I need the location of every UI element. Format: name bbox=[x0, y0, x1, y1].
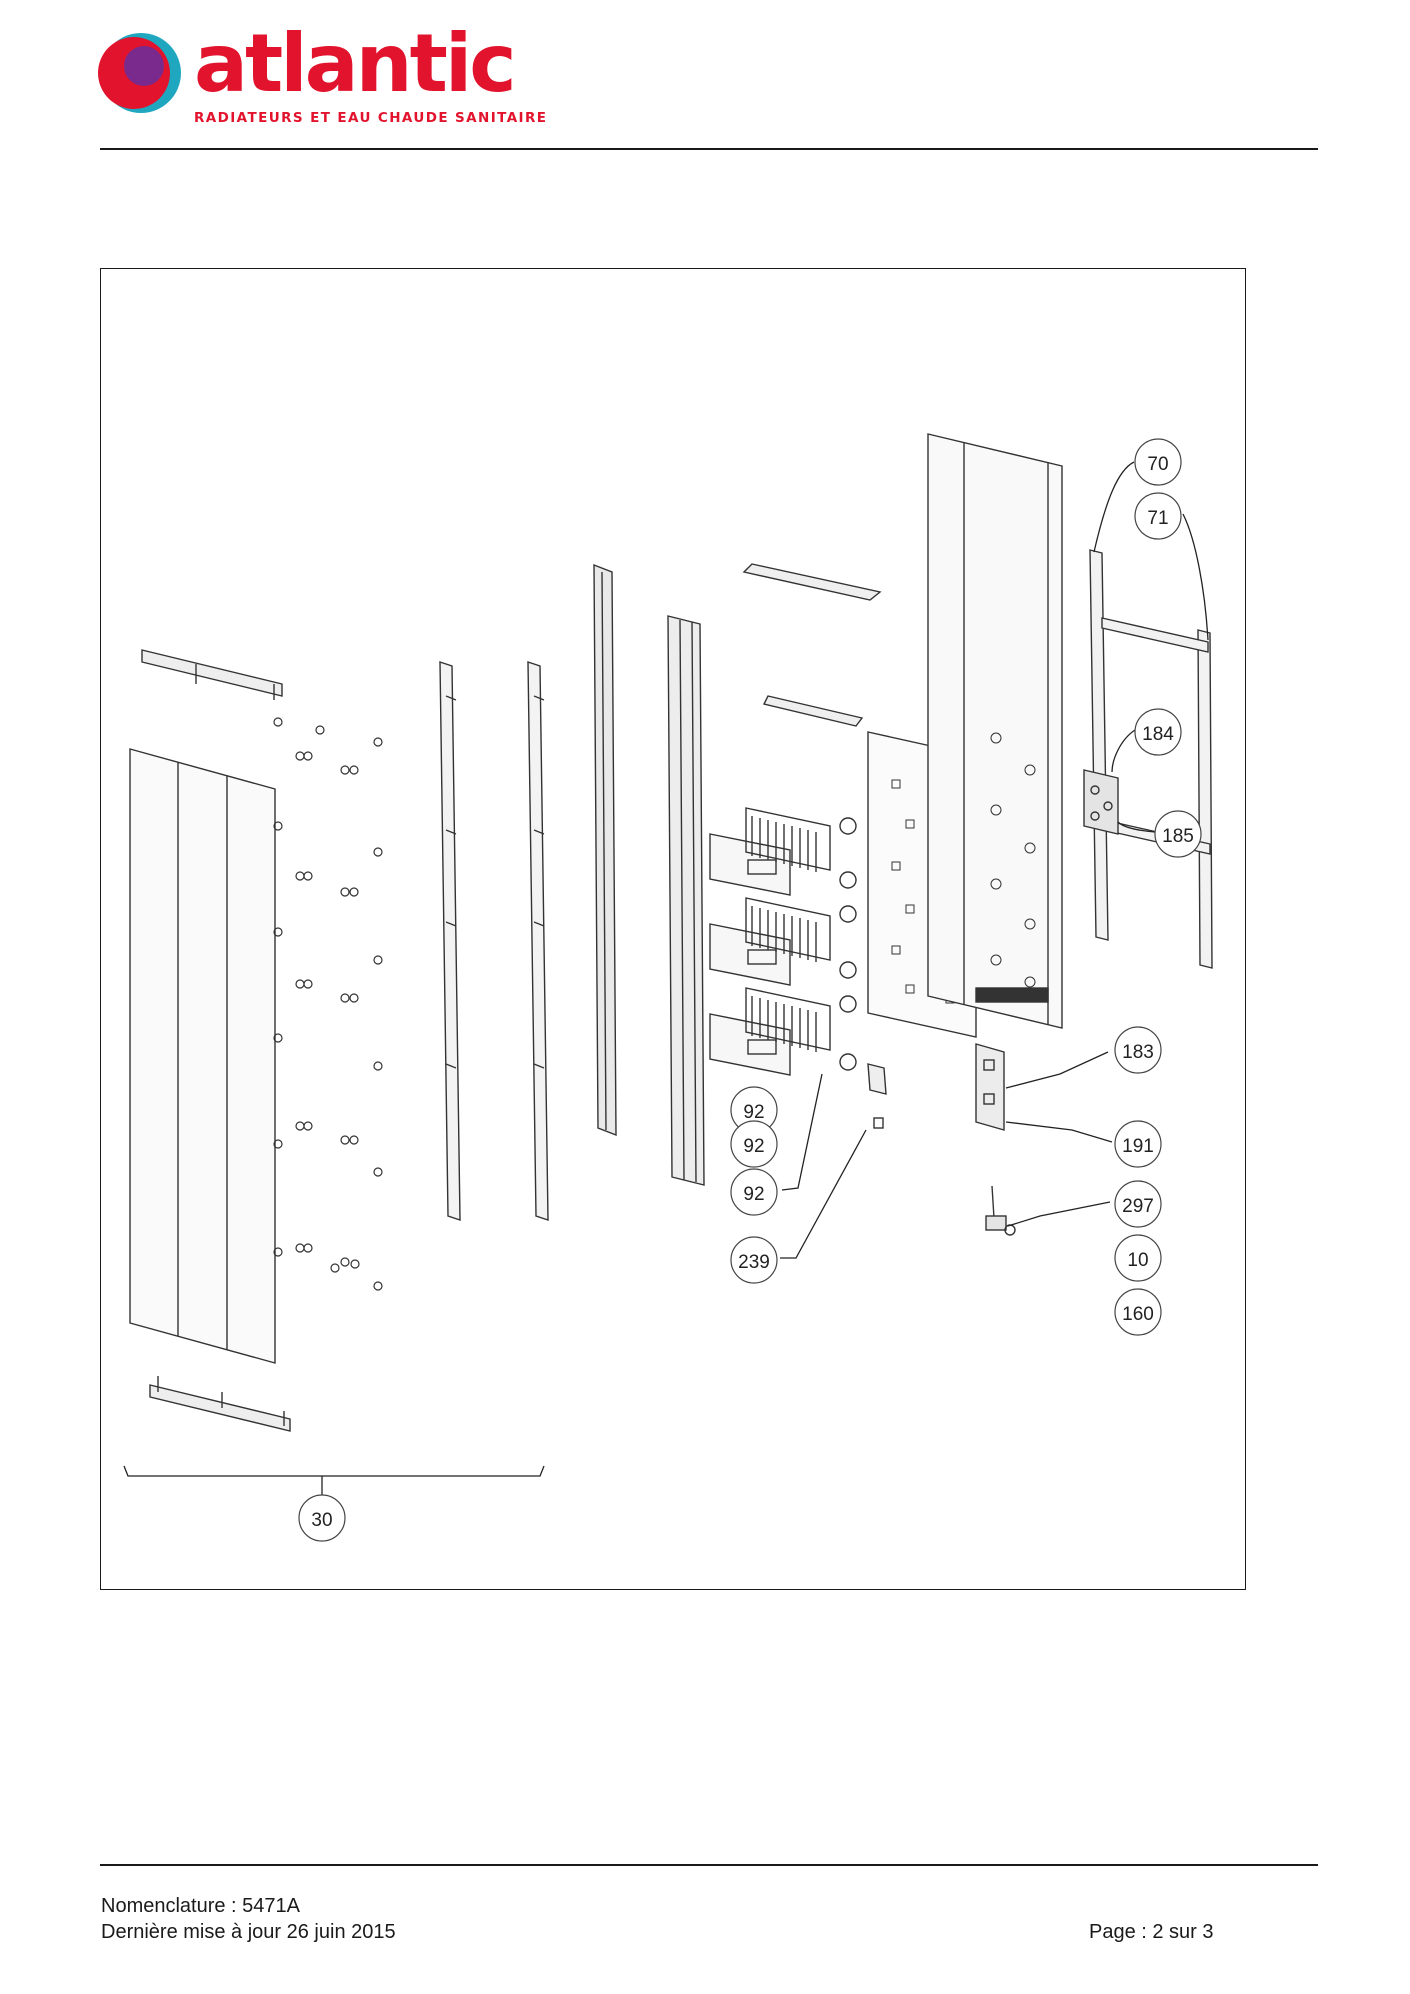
side-rail-right bbox=[527, 661, 549, 1221]
heating-element bbox=[709, 807, 857, 896]
top-plate bbox=[742, 563, 882, 601]
svg-text:297: 297 bbox=[1122, 1196, 1154, 1217]
callout-160: 160 bbox=[1114, 1288, 1162, 1336]
callout-10: 10 bbox=[1114, 1234, 1162, 1282]
svg-text:160: 160 bbox=[1122, 1304, 1154, 1325]
callout-92: 92 bbox=[730, 1086, 778, 1134]
vertical-seal-left bbox=[593, 563, 617, 1137]
nomenclature-label: Nomenclature : 5471A bbox=[101, 1895, 301, 1917]
brand-tagline: RADIATEURS ET EAU CHAUDE SANITAIRE bbox=[194, 110, 548, 126]
svg-text:183: 183 bbox=[1122, 1042, 1154, 1063]
clip-parts bbox=[867, 1063, 887, 1129]
svg-text:92: 92 bbox=[743, 1184, 764, 1205]
brand-name: atlantic bbox=[194, 17, 517, 110]
back-panel bbox=[927, 433, 1063, 1029]
callout-183: 183 bbox=[1114, 1026, 1162, 1074]
callout-92: 92 bbox=[730, 1168, 778, 1216]
callout-92: 92 bbox=[730, 1120, 778, 1168]
svg-text:92: 92 bbox=[743, 1102, 764, 1123]
heating-element bbox=[709, 897, 857, 986]
last-updated-label: Dernière mise à jour 26 juin 2015 bbox=[101, 1921, 396, 1943]
electronic-module bbox=[975, 1043, 1005, 1131]
svg-text:70: 70 bbox=[1147, 454, 1168, 475]
screws bbox=[273, 717, 383, 1291]
heating-elements bbox=[709, 807, 857, 1076]
page-number: Page : 2 sur 3 bbox=[1089, 1921, 1214, 1943]
brand-logo: atlantic RADIATEURS ET EAU CHAUDE SANITA… bbox=[98, 24, 546, 130]
svg-text:185: 185 bbox=[1162, 826, 1194, 847]
header-rule bbox=[100, 148, 1318, 150]
callout-185: 185 bbox=[1154, 810, 1202, 858]
mid-plate bbox=[762, 695, 864, 727]
callout-70: 70 bbox=[1134, 438, 1182, 486]
thermostat-block bbox=[1083, 769, 1119, 835]
vertical-seal-right bbox=[667, 615, 705, 1186]
svg-text:239: 239 bbox=[738, 1252, 770, 1273]
svg-text:191: 191 bbox=[1122, 1136, 1154, 1157]
heating-element bbox=[709, 987, 857, 1076]
top-trim bbox=[141, 649, 283, 700]
callout-191: 191 bbox=[1114, 1120, 1162, 1168]
front-panel bbox=[129, 748, 276, 1364]
exploded-view-frame bbox=[100, 268, 1246, 1590]
side-rail-left bbox=[439, 661, 461, 1221]
svg-text:71: 71 bbox=[1147, 508, 1168, 529]
temperature-sensor bbox=[985, 1185, 1016, 1236]
footer-rule bbox=[100, 1864, 1318, 1866]
callout-71: 71 bbox=[1134, 492, 1182, 540]
callouts: 70 71 184 185 183 191 297 10 160 92 92 9… bbox=[298, 438, 1202, 1542]
svg-text:184: 184 bbox=[1142, 724, 1174, 745]
svg-text:92: 92 bbox=[743, 1136, 764, 1157]
callout-239: 239 bbox=[730, 1236, 778, 1284]
leader-lines bbox=[123, 461, 1209, 1496]
callout-184: 184 bbox=[1134, 708, 1182, 756]
callout-30: 30 bbox=[298, 1494, 346, 1542]
svg-text:30: 30 bbox=[311, 1510, 332, 1531]
wall-bracket bbox=[1089, 549, 1213, 969]
svg-text:10: 10 bbox=[1127, 1250, 1148, 1271]
callout-297: 297 bbox=[1114, 1180, 1162, 1228]
bottom-trim bbox=[149, 1376, 291, 1432]
atlantic-logo-icon bbox=[98, 33, 181, 113]
